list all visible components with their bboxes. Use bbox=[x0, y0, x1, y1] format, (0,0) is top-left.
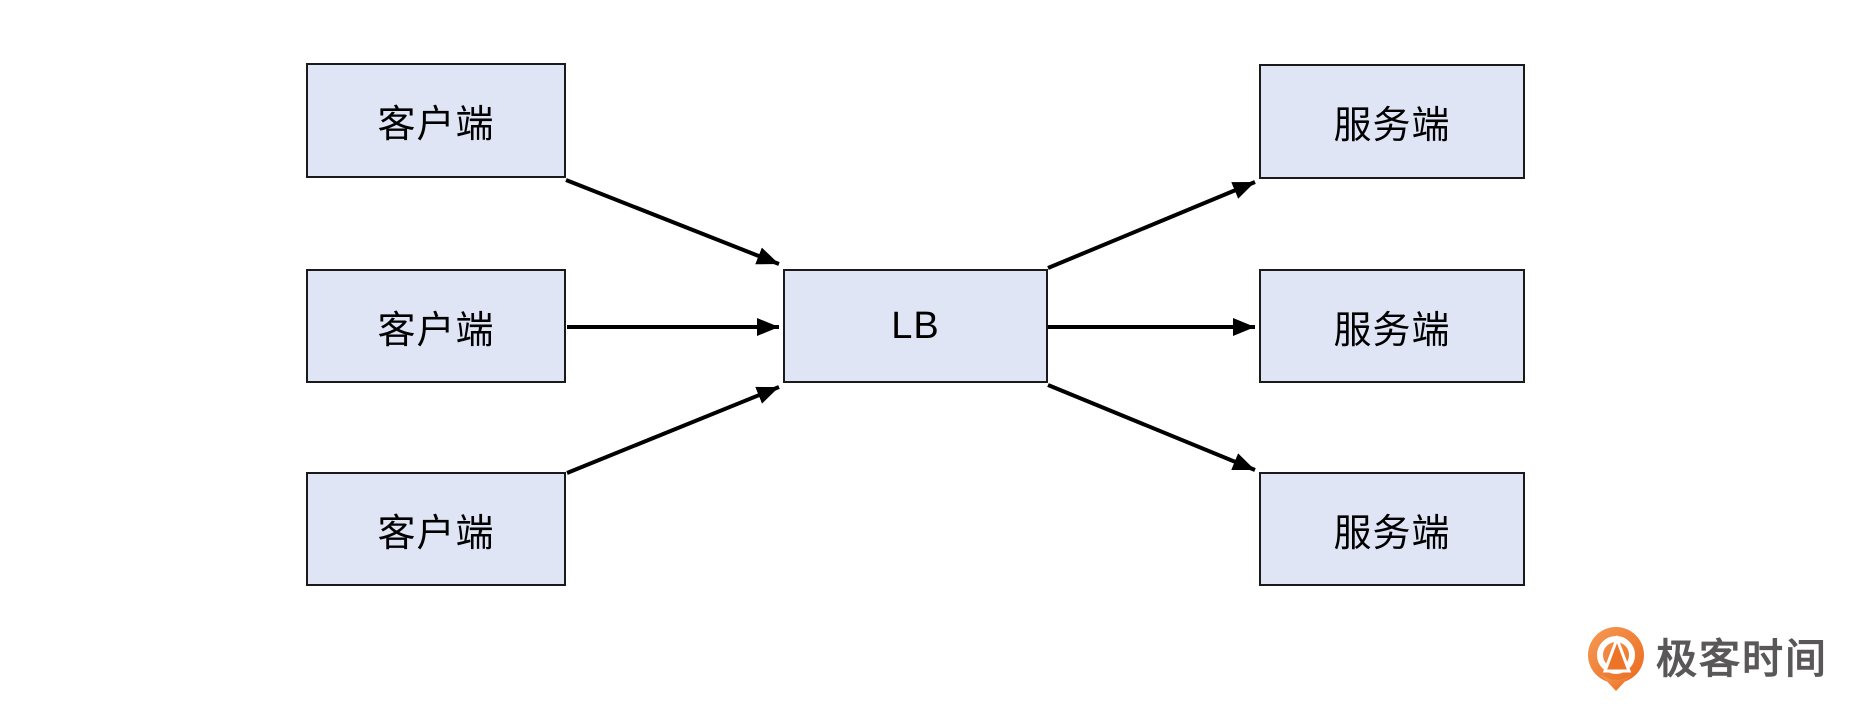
node-server-2: 服务端 bbox=[1259, 269, 1525, 383]
arrow-client1-to-lb bbox=[565, 178, 780, 266]
geektime-pin-icon bbox=[1588, 627, 1644, 691]
node-server-1: 服务端 bbox=[1259, 64, 1525, 179]
node-load-balancer: LB bbox=[783, 269, 1048, 383]
arrow-lb-to-server1 bbox=[1047, 180, 1256, 270]
geektime-logo: 极客时间 bbox=[1586, 626, 1828, 692]
node-server-2-label: 服务端 bbox=[1333, 309, 1451, 352]
node-load-balancer-label: LB bbox=[891, 304, 940, 347]
arrow-client3-to-lb bbox=[566, 385, 780, 475]
node-client-2-label: 客户端 bbox=[377, 309, 495, 352]
node-client-1: 客户端 bbox=[306, 63, 566, 178]
node-server-1-label: 服务端 bbox=[1333, 105, 1451, 147]
node-client-2: 客户端 bbox=[306, 269, 566, 383]
node-client-3: 客户端 bbox=[306, 472, 566, 586]
node-server-3-label: 服务端 bbox=[1333, 512, 1451, 555]
arrow-lb-to-server3 bbox=[1047, 383, 1256, 472]
node-client-3-label: 客户端 bbox=[377, 512, 495, 555]
node-client-1-label: 客户端 bbox=[377, 104, 495, 146]
node-server-3: 服务端 bbox=[1259, 472, 1525, 586]
geektime-logo-text: 极客时间 bbox=[1656, 635, 1828, 682]
